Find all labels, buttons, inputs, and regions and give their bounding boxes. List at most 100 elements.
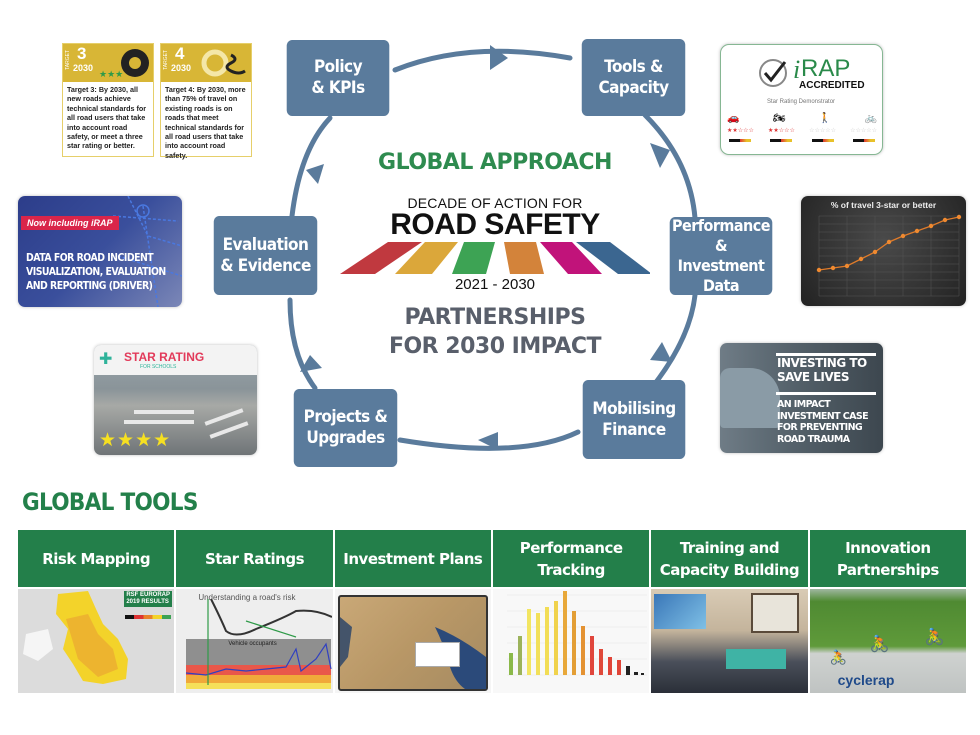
road-user-icons: 🚗 🏍 🚶 🚲 [727, 113, 877, 124]
node-label: Data [702, 276, 740, 295]
invest-subtitle: AN IMPACT INVESTMENT CASE FOR PREVENTING… [777, 399, 869, 445]
star-ratings-image: Understanding a road's risk Vehicle occu… [176, 587, 333, 693]
target-year: 2030 [171, 63, 192, 73]
eurorap-caption: RSF EURORAP 2019 RESULTS [124, 591, 173, 607]
cyclerap-logo: cyclerap [837, 672, 895, 688]
monitor [726, 649, 787, 669]
invest-sub-line: INVESTMENT CASE [777, 410, 869, 422]
irap-brand-i: i [793, 55, 801, 84]
star-rating-sub: FOR SCHOOLS [140, 364, 177, 370]
motorcycle-icon: 🏍 [772, 113, 786, 124]
star-rating-demonstrator: Star Rating Demonstrator [767, 99, 836, 105]
target-year: 2030 [73, 63, 94, 73]
decade-years: 2021 - 2030 [454, 276, 536, 293]
tool-header: Performance Tracking [492, 530, 650, 587]
node-label: & KPIs [311, 78, 365, 98]
node-label: Finance [602, 419, 666, 440]
tool-header: Star Ratings [176, 530, 333, 587]
tool-investment-plans: Investment Plans [334, 530, 493, 693]
node-label: Capacity [598, 77, 669, 98]
presentation-screen [654, 594, 707, 629]
road-safety-title: ROAD SAFETY [390, 208, 600, 241]
roundabout-icon [121, 49, 149, 77]
divider [776, 353, 876, 356]
tool-risk-mapping: Risk Mapping RSF EURORAP 2019 RESULTS [18, 530, 177, 693]
uk-risk-map [23, 591, 128, 684]
cyclists-photo: 🚴 🚴 🚴 cyclerap [809, 587, 966, 693]
target-number: 4 [175, 44, 185, 63]
invest-sub-line: AN IMPACT [777, 399, 831, 410]
accredited-label: ACCREDITED [799, 80, 865, 91]
star-rating-schools-card: ✚ STAR RATING FOR SCHOOLS ★★★★ [94, 345, 257, 455]
irap-accredited-card: i RAP ACCREDITED Star Rating Demonstrato… [720, 44, 883, 155]
investing-to-save-lives-card: INVESTING TO SAVE LIVES AN IMPACT INVEST… [720, 343, 883, 453]
road-network-map [112, 196, 182, 307]
divider [776, 392, 876, 395]
tool-header-label: Training and Capacity Building [659, 538, 800, 579]
partnerships-line: PARTNERSHIPS [404, 305, 586, 330]
global-approach-title: GLOBAL APPROACH [378, 150, 612, 175]
invest-sub-line: FOR PREVENTING [777, 422, 863, 433]
crosswalk-illustration [124, 408, 249, 439]
star-rating-brand: STAR RATING [124, 350, 205, 364]
driver-line: AND REPORTING (DRIVER) [26, 279, 153, 292]
global-tools-title: GLOBAL TOOLS [22, 488, 198, 516]
tool-header-label: Performance Tracking [519, 538, 623, 579]
now-including-irap-tag: Now including iRAP [21, 216, 119, 230]
target-4-card: TARGET 4 2030 Target 4: By 2030, more th… [160, 43, 252, 160]
pedestrian-icon: 🚶 [818, 113, 832, 124]
node-label: & Investment [677, 236, 765, 275]
checkmark-circle-icon [759, 59, 787, 87]
invest-line: SAVE LIVES [777, 370, 850, 384]
bar-chart [506, 591, 647, 676]
target-3-card: TARGET 3 2030 ★★★ Target 3: By 2030, all… [62, 43, 154, 157]
tool-header-label: Innovation Partnerships [836, 538, 939, 579]
irap-brand: RAP [801, 55, 851, 82]
tool-star-ratings: Star Ratings Understanding a road's risk… [176, 530, 335, 693]
tool-performance-tracking: Performance Tracking [492, 530, 652, 693]
training-photo [651, 587, 808, 693]
risk-map-image: RSF EURORAP 2019 RESULTS [18, 587, 175, 693]
node-label: Evaluation [222, 234, 309, 255]
performance-chart-image [492, 587, 650, 693]
target-label: TARGET [65, 50, 71, 70]
node-label: Policy [313, 57, 363, 77]
node-label: Projects & [303, 407, 388, 427]
bicycle-icon: 🚴 [924, 629, 945, 646]
travel-3-star-chart: % of travel 3-star or better [801, 196, 966, 306]
node-label: Mobilising [592, 398, 676, 419]
node-tools-capacity: Tools &Capacity [581, 39, 686, 116]
line-chart [816, 214, 962, 297]
target-number: 3 [77, 44, 87, 63]
node-label: & Evidence [220, 255, 311, 276]
decade-subtitle: DECADE OF ACTION FOR [407, 195, 583, 211]
star-rating-banner [94, 345, 257, 375]
tool-innovation-partnerships: Innovation Partnerships 🚴 🚴 🚴 cyclerap [809, 530, 966, 693]
invest-line: INVESTING TO [777, 356, 867, 370]
tool-header: Risk Mapping [18, 530, 175, 587]
tool-training-capacity: Training and Capacity Building [651, 530, 810, 693]
invest-title: INVESTING TO SAVE LIVES [777, 356, 867, 384]
window [751, 593, 800, 633]
node-label: Performance [671, 216, 771, 235]
risk-bars [729, 139, 875, 142]
partnerships-title: PARTNERSHIPS FOR 2030 IMPACT [330, 303, 660, 361]
crashed-car-image [720, 368, 780, 428]
target-text: Target 3: By 2030, all new roads achieve… [67, 85, 147, 151]
global-tools-table: Risk Mapping RSF EURORAP 2019 RESULTS St… [18, 530, 966, 693]
decade-stripes-logo [340, 242, 650, 274]
vehicle-occupants-label: Vehicle occupants [228, 641, 277, 647]
investment-plans-image [334, 587, 491, 693]
invest-sub-line: ROAD TRAUMA [777, 433, 850, 445]
node-projects-upgrades: Projects &Upgrades [293, 389, 398, 467]
car-icon: 🚗 [727, 113, 740, 124]
tool-header: Investment Plans [334, 530, 491, 587]
road-risk-chart [186, 598, 333, 689]
star-ratings-caption: Understanding a road's risk [198, 593, 296, 602]
tool-header: Training and Capacity Building [651, 530, 808, 587]
four-stars-icon: ★★★★ [99, 430, 172, 451]
star-ratings-row: ★★☆☆☆★★☆☆☆☆☆☆☆☆☆☆☆☆☆ [727, 128, 877, 134]
